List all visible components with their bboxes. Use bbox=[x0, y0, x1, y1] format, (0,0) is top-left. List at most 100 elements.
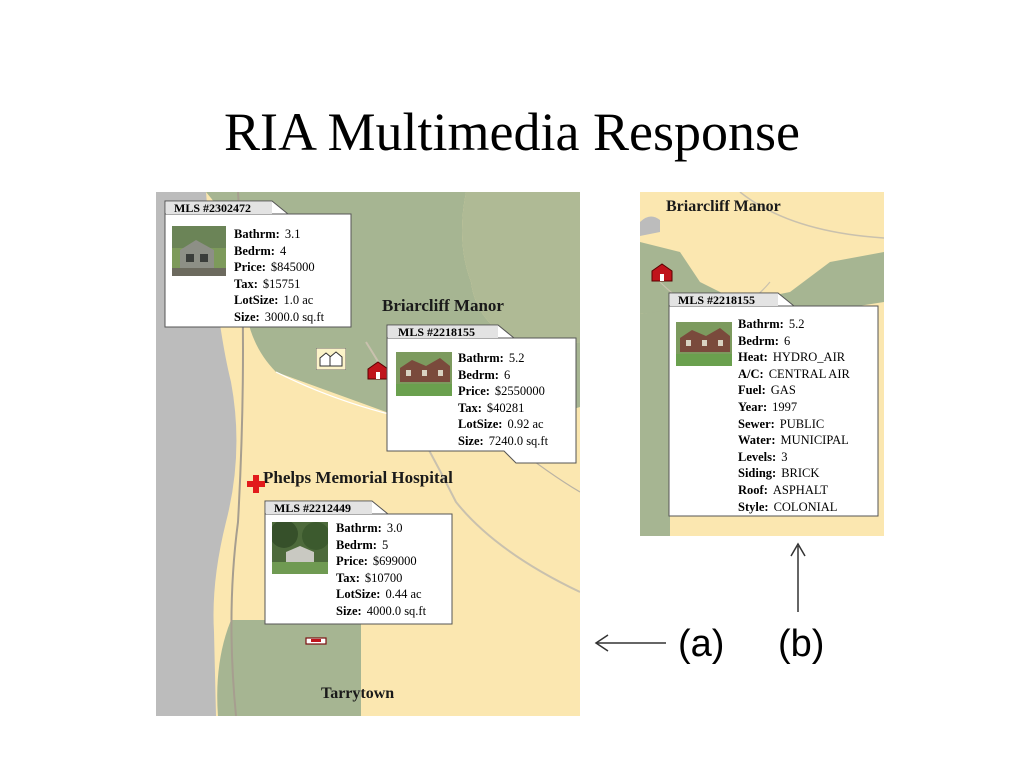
house-icon[interactable] bbox=[316, 348, 346, 370]
listing-field: LotSize: 1.0 ac bbox=[234, 292, 324, 309]
field-key: Bedrm: bbox=[738, 333, 779, 348]
listing-field: Tax: $15751 bbox=[234, 276, 324, 293]
listing-field: Bedrm:6 bbox=[458, 367, 548, 384]
listing-field: Size:7240.0 sq.ft bbox=[458, 433, 548, 450]
field-key: Price: bbox=[336, 554, 368, 569]
field-key: Tax: bbox=[336, 570, 360, 585]
map-b[interactable]: Briarcliff Manor MLS #2218155 Bathrm:5.2… bbox=[640, 192, 884, 536]
field-key: Bathrm: bbox=[336, 521, 382, 535]
field-key: Year: bbox=[738, 399, 768, 414]
field-value: GAS bbox=[770, 383, 796, 398]
field-key: Tax: bbox=[234, 276, 258, 291]
listing-field: Tax: $40281 bbox=[458, 400, 548, 417]
field-value: 5.2 bbox=[508, 351, 525, 365]
listing-field: Sewer: PUBLIC bbox=[738, 416, 850, 433]
field-key: Price: bbox=[234, 260, 266, 275]
field-key: Roof: bbox=[738, 482, 768, 497]
listing-field: Tax:$10700 bbox=[336, 570, 426, 587]
field-value: COLONIAL bbox=[773, 499, 838, 514]
listing-field: Bathrm: 5.2 bbox=[458, 350, 548, 367]
field-value: 6 bbox=[783, 333, 791, 348]
field-value: $15751 bbox=[262, 276, 301, 291]
field-key: LotSize: bbox=[336, 587, 381, 602]
place-briarcliff-manor: Briarcliff Manor bbox=[666, 198, 781, 215]
house-photo bbox=[272, 522, 328, 574]
field-value: 1997 bbox=[772, 399, 798, 414]
map-a[interactable]: Briarcliff Manor Phelps Memorial Hospita… bbox=[156, 192, 580, 716]
field-value: $845000 bbox=[270, 260, 315, 275]
listing-field: Levels:3 bbox=[738, 449, 850, 466]
field-value: 3000.0 sq.ft bbox=[264, 309, 325, 324]
field-value: 0.92 ac bbox=[507, 417, 544, 432]
mls-number: MLS #2302472 bbox=[174, 201, 252, 215]
listing-field: Bedrm:5 bbox=[336, 537, 426, 554]
listing-field: Price: $845000 bbox=[234, 259, 324, 276]
field-value: 7240.0 sq.ft bbox=[488, 433, 549, 448]
house-photo bbox=[676, 322, 732, 366]
field-value: 3.0 bbox=[386, 521, 403, 535]
listing-field: Bedrm: 6 bbox=[738, 333, 850, 350]
listing-field: Price:$2550000 bbox=[458, 383, 548, 400]
field-value: PUBLIC bbox=[779, 416, 825, 431]
field-value: ASPHALT bbox=[772, 482, 828, 497]
field-key: A/C: bbox=[738, 366, 764, 381]
field-value: 5 bbox=[381, 537, 389, 552]
field-value: 3.1 bbox=[284, 227, 301, 241]
field-key: Bathrm: bbox=[738, 317, 784, 331]
field-value: $40281 bbox=[486, 400, 525, 415]
label-b: (b) bbox=[778, 623, 825, 665]
arrow-up-icon bbox=[790, 542, 806, 612]
field-value: 4000.0 sq.ft bbox=[366, 603, 427, 618]
mls-number: MLS #2218155 bbox=[398, 325, 476, 339]
place-tarrytown: Tarrytown bbox=[321, 685, 395, 702]
listing-field: Roof: ASPHALT bbox=[738, 482, 850, 499]
field-key: Bathrm: bbox=[234, 227, 280, 241]
house-icon[interactable] bbox=[650, 262, 674, 282]
listing-field: Bedrm: 4 bbox=[234, 243, 324, 260]
house-photo bbox=[172, 226, 226, 276]
label-a: (a) bbox=[678, 623, 725, 665]
field-key: Bathrm: bbox=[458, 351, 504, 365]
field-value: $699000 bbox=[372, 554, 417, 569]
listing-field: Fuel: GAS bbox=[738, 382, 850, 399]
field-key: Fuel: bbox=[738, 383, 766, 398]
slide-title: RIA Multimedia Response bbox=[224, 102, 800, 162]
field-key: Size: bbox=[234, 309, 260, 324]
field-value: 1.0 ac bbox=[283, 293, 314, 308]
field-key: LotSize: bbox=[234, 293, 279, 308]
listing-field: Style:COLONIAL bbox=[738, 499, 850, 516]
arrow-left-icon bbox=[594, 634, 666, 652]
listing-field: LotSize: 0.44 ac bbox=[336, 586, 426, 603]
place-briarcliff-manor: Briarcliff Manor bbox=[382, 296, 504, 315]
listing-field: Price: $699000 bbox=[336, 553, 426, 570]
house-icon[interactable] bbox=[305, 636, 327, 646]
listing-field: Bathrm: 3.1 bbox=[234, 226, 324, 243]
field-key: Sewer: bbox=[738, 416, 775, 431]
listing-field: Size: 4000.0 sq.ft bbox=[336, 603, 426, 620]
hospital-cross-icon[interactable] bbox=[246, 474, 266, 494]
listing-field: Size: 3000.0 sq.ft bbox=[234, 309, 324, 326]
field-key: Bedrm: bbox=[458, 367, 499, 382]
mls-number: MLS #2212449 bbox=[274, 501, 352, 515]
field-value: 0.44 ac bbox=[385, 587, 422, 602]
field-value: 4 bbox=[279, 243, 287, 258]
field-key: Bedrm: bbox=[234, 243, 275, 258]
field-value: MUNICIPAL bbox=[780, 433, 849, 448]
listing-field: Heat:HYDRO_AIR bbox=[738, 349, 850, 366]
listing-field: LotSize:0.92 ac bbox=[458, 416, 548, 433]
field-key: Size: bbox=[336, 603, 362, 618]
listing-field: Bathrm: 3.0 bbox=[336, 520, 426, 537]
field-value: CENTRAL AIR bbox=[768, 366, 850, 381]
field-key: Tax: bbox=[458, 400, 482, 415]
field-value: $2550000 bbox=[494, 384, 545, 399]
listing-field: Siding:BRICK bbox=[738, 465, 850, 482]
field-key: Siding: bbox=[738, 466, 777, 481]
field-value: 3 bbox=[781, 449, 788, 464]
